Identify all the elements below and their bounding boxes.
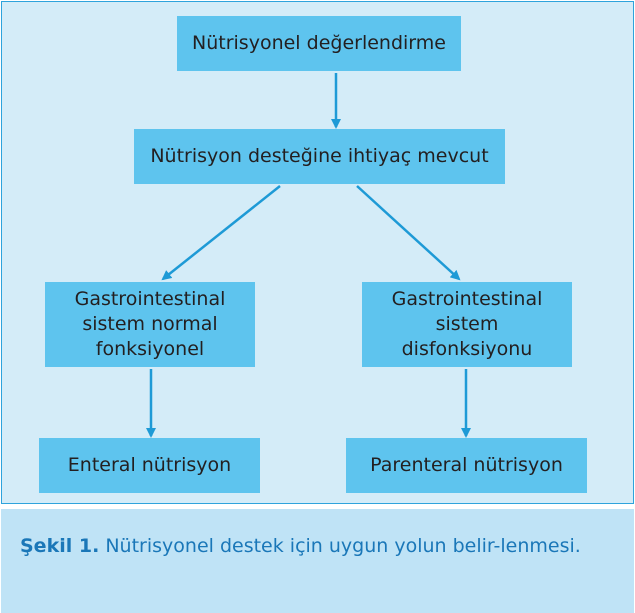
- diagram-panel: [1, 1, 634, 504]
- figure-caption: Şekil 1. Nütrisyonel destek için uygun y…: [20, 533, 618, 559]
- node-label-line: fonksiyonel: [95, 338, 205, 360]
- node-gis-disfonksiyonu: Gastrointestinal sistem disfonksiyonu: [362, 282, 572, 367]
- figure-caption-text: Nütrisyonel destek için uygun yolun beli…: [105, 535, 581, 557]
- node-label-line: Parenteral nütrisyon: [370, 454, 563, 476]
- node-label-line: Nütrisyon desteğine ihtiyaç mevcut: [150, 145, 489, 167]
- node-label-line: sistem: [435, 313, 499, 335]
- node-label-line: Gastrointestinal: [74, 288, 226, 310]
- node-enteral-nutrisyon: Enteral nütrisyon: [39, 438, 260, 493]
- arrow-ihtiyac-to-normal-gis: [161, 185, 281, 281]
- node-label-line: sistem normal: [82, 313, 218, 335]
- node-gis-normal-fonksiyonel: Gastrointestinal sistem normal fonksiyon…: [45, 282, 255, 367]
- node-label-line: Gastrointestinal: [391, 288, 543, 310]
- node-parenteral-nutrisyon: Parenteral nütrisyon: [346, 438, 587, 493]
- node-label-line: Enteral nütrisyon: [67, 454, 232, 476]
- node-label-line: Nütrisyonel değerlendirme: [192, 32, 446, 54]
- arrow-ihtiyac-to-gis-disfonksiyonu: [356, 185, 461, 281]
- node-nutrisyon-destegi-ihtiyaci: Nütrisyon desteğine ihtiyaç mevcut: [134, 129, 505, 184]
- node-label-line: disfonksiyonu: [401, 338, 533, 360]
- figure-caption-label: Şekil 1.: [20, 535, 100, 557]
- figure-caption-panel: Şekil 1. Nütrisyonel destek için uygun y…: [1, 509, 634, 613]
- node-nutrisyonel-degerlendirme: Nütrisyonel değerlendirme: [177, 16, 461, 71]
